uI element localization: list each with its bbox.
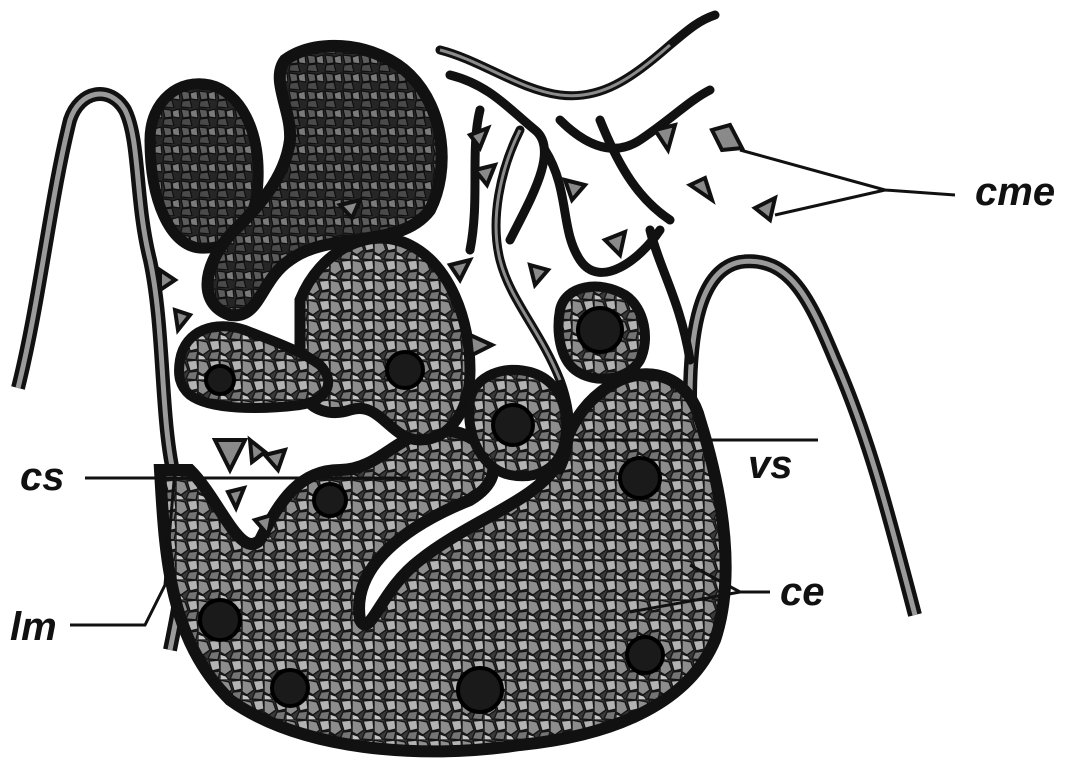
mesenchyme-cell: [712, 125, 742, 150]
nucleus: [272, 670, 308, 706]
nucleus: [206, 366, 234, 394]
mesenchyme-cell: [470, 335, 492, 355]
label-cme: cme: [975, 170, 1055, 214]
nucleus: [458, 668, 502, 712]
nucleus: [620, 458, 660, 498]
mesenchyme-cell: [250, 440, 265, 462]
mesenchyme-cell: [655, 125, 675, 150]
mesenchyme-cell: [175, 310, 190, 330]
nucleus: [627, 637, 663, 673]
mesenchyme-cell: [265, 450, 285, 470]
nucleus: [493, 405, 533, 445]
mesenchyme-cell: [690, 178, 712, 200]
mesenchyme-cell: [565, 180, 585, 200]
label-lm: lm: [10, 605, 57, 649]
central-lobe: [298, 238, 470, 440]
nucleus: [578, 308, 622, 352]
label-ce: ce: [780, 570, 825, 614]
mesenchyme-cell: [450, 260, 470, 280]
mesenchyme-cell: [160, 270, 175, 290]
nucleus: [314, 484, 346, 516]
mesenchyme-cell: [530, 265, 548, 285]
nucleus: [200, 600, 240, 640]
mesenchyme-cell: [755, 198, 775, 220]
nucleus: [387, 352, 423, 388]
label-vs: vs: [748, 443, 793, 487]
label-cs: cs: [20, 455, 65, 499]
mesenchyme-cell: [228, 488, 244, 508]
mesenchyme-cell: [605, 232, 625, 255]
mesenchyme-cell: [215, 440, 245, 470]
